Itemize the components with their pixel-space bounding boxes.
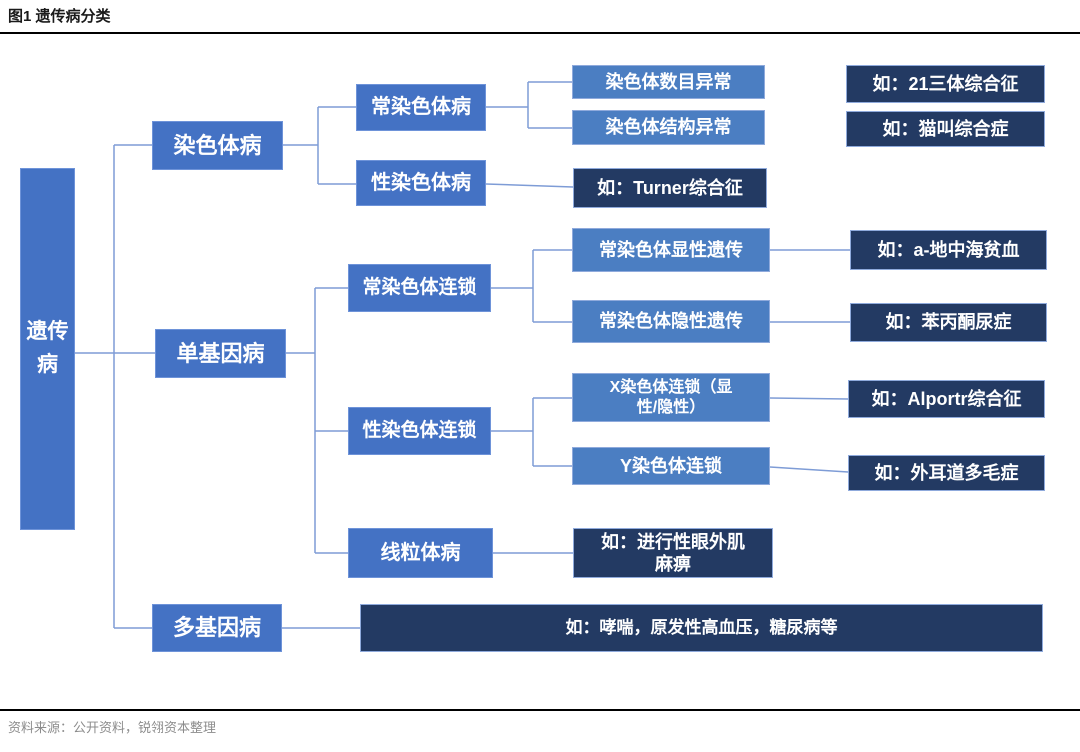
node-polygenic-disease: 多基因病 bbox=[152, 604, 282, 652]
example-polygenic-diseases: 如：哮喘，原发性高血压，糖尿病等 bbox=[360, 604, 1043, 652]
example-alport-syndrome: 如：Alportr综合征 bbox=[848, 380, 1045, 418]
example-cri-du-chat: 如：猫叫综合症 bbox=[846, 111, 1045, 147]
node-chromosome-disease: 染色体病 bbox=[152, 121, 283, 170]
node-sex-chromosome-disease: 性染色体病 bbox=[356, 160, 486, 206]
example-hairy-ears: 如：外耳道多毛症 bbox=[848, 455, 1045, 491]
node-autosomal-disease: 常染色体病 bbox=[356, 84, 486, 131]
page-title: 图1 遗传病分类 bbox=[8, 8, 111, 25]
example-turner-syndrome: 如：Turner综合征 bbox=[573, 168, 767, 208]
example-trisomy-21: 如：21三体综合征 bbox=[846, 65, 1045, 103]
node-x-linked: X染色体连锁（显 性/隐性） bbox=[572, 373, 770, 422]
node-genetic-disease: 遗传病 bbox=[20, 168, 75, 530]
node-y-linked: Y染色体连锁 bbox=[572, 447, 770, 485]
node-single-gene-disease: 单基因病 bbox=[155, 329, 286, 378]
node-autosomal-linkage: 常染色体连锁 bbox=[348, 264, 491, 312]
source-note: 资料来源：公开资料，锐翎资本整理 bbox=[8, 720, 217, 735]
node-autosomal-recessive: 常染色体隐性遗传 bbox=[572, 300, 770, 343]
node-chromosome-number-abnormality: 染色体数目异常 bbox=[572, 65, 765, 99]
node-mitochondrial-disease: 线粒体病 bbox=[348, 528, 493, 578]
node-autosomal-dominant: 常染色体显性遗传 bbox=[572, 228, 770, 272]
example-phenylketonuria: 如：苯丙酮尿症 bbox=[850, 303, 1047, 342]
node-chromosome-structure-abnormality: 染色体结构异常 bbox=[572, 110, 765, 145]
source-divider bbox=[0, 709, 1080, 711]
example-ophthalmoplegia: 如：进行性眼外肌 麻痹 bbox=[573, 528, 773, 578]
example-thalassemia: 如：a-地中海贫血 bbox=[850, 230, 1047, 270]
title-divider bbox=[0, 32, 1080, 34]
node-sex-linkage: 性染色体连锁 bbox=[348, 407, 491, 455]
